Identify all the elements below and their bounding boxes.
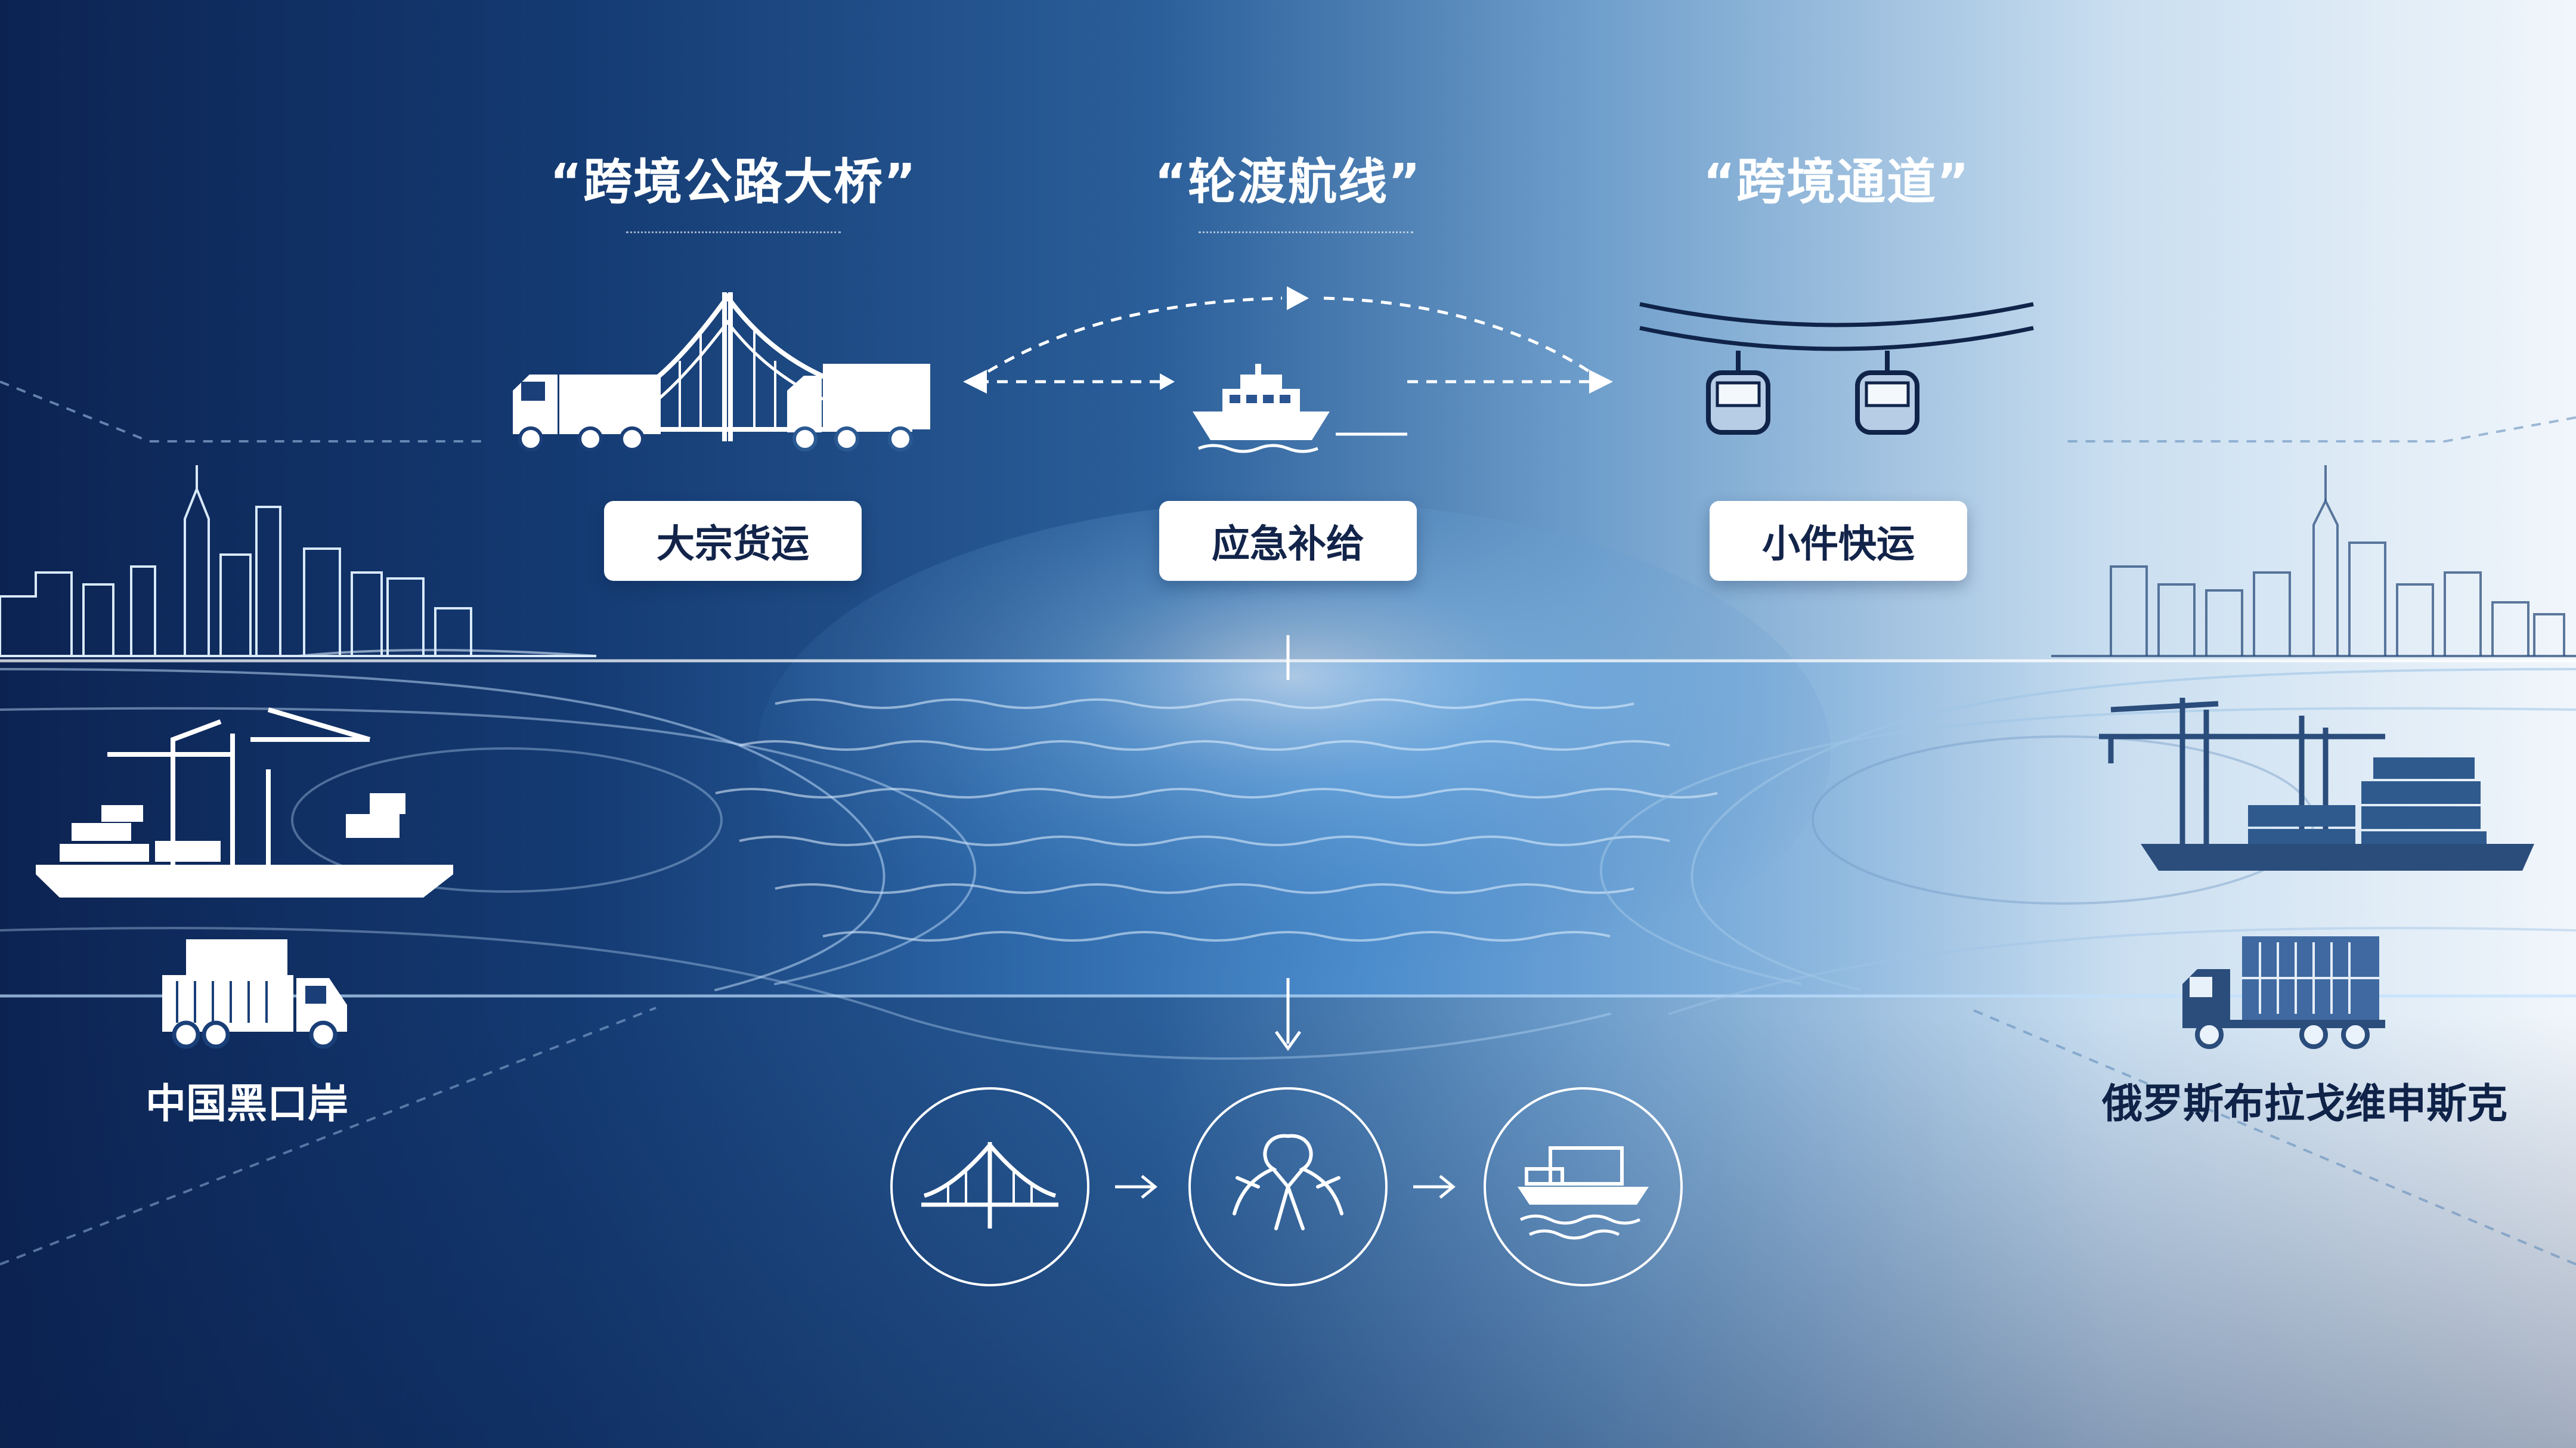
port-crane-ship-icon — [2099, 698, 2534, 871]
container-truck-icon — [162, 939, 347, 1049]
sun-glare — [757, 501, 1831, 1002]
flow-arrow-1 — [1115, 1175, 1157, 1199]
lower-shade — [0, 1014, 2576, 1448]
place-left: 中国黑口岸 — [145, 1081, 349, 1128]
place-right: 俄罗斯布拉戈维申斯克 — [2102, 1081, 2508, 1128]
truck-bridge-truck-icon — [513, 292, 930, 451]
flow-step-2 — [1188, 1087, 1388, 1286]
dashed-guides — [0, 380, 2576, 1266]
route-heading-channel: “跨境通道” — [1703, 154, 1970, 211]
cable-car-icon — [1639, 302, 2034, 435]
flow-step-1 — [890, 1087, 1089, 1286]
route-heading-bridge: “跨境公路大桥” — [550, 154, 917, 211]
heading-divider — [626, 231, 841, 236]
arrow-heads — [963, 286, 1613, 394]
tag-emergency-supply: 应急补给 — [1159, 501, 1417, 581]
ice-crack-icon — [1233, 1134, 1343, 1230]
port-crane-ship-icon — [36, 707, 453, 898]
shore-lines — [0, 659, 2576, 1060]
tag-express-parcel: 小件快运 — [1710, 501, 1967, 581]
tag-bulk-freight: 大宗货运 — [604, 501, 862, 581]
ferry-icon — [1518, 1146, 1649, 1240]
city-skyline-icon — [2051, 465, 2576, 657]
flow-arrow-2 — [1413, 1175, 1456, 1199]
city-skyline-icon — [0, 465, 597, 657]
flow-step-3 — [1484, 1087, 1683, 1286]
route-heading-ferry: “轮渡航线” — [1154, 154, 1422, 211]
water-ripples — [715, 698, 1718, 942]
bridge-icon — [921, 1141, 1058, 1229]
center-connector — [1274, 635, 1302, 1051]
route-arrows — [971, 296, 1605, 383]
ferry-icon — [1193, 364, 1407, 453]
heading-divider — [1199, 231, 1413, 236]
container-truck-icon — [2182, 936, 2385, 1049]
